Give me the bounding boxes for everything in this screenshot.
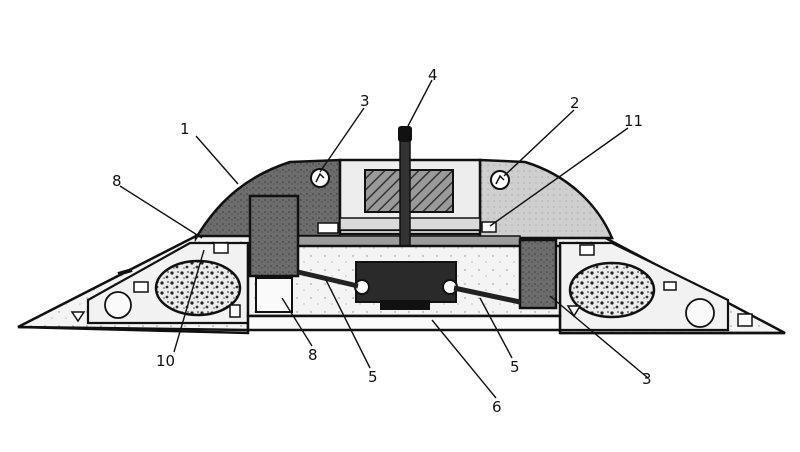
part-labels: 1 2 3 3 4 5 5 6 8 8 10 11	[112, 66, 652, 416]
leader-lines	[119, 79, 649, 399]
right-compartment	[558, 241, 753, 332]
label-10: 10	[156, 352, 175, 370]
label-6: 6	[492, 398, 502, 416]
label-11: 11	[624, 112, 643, 130]
label-3-lower: 3	[642, 370, 652, 388]
left-compartment	[70, 241, 250, 325]
label-4: 4	[428, 66, 438, 84]
label-8-lower: 8	[308, 346, 318, 364]
indicator-box-left	[317, 222, 339, 234]
label-8-left: 8	[112, 172, 122, 190]
label-5-right: 5	[510, 358, 520, 376]
label-3-upper: 3	[360, 92, 370, 110]
label-2: 2	[570, 94, 580, 112]
indicator-box-right	[481, 221, 497, 233]
gauge-left	[310, 168, 330, 188]
label-5-left: 5	[368, 368, 378, 386]
base-plate	[246, 314, 562, 332]
label-1: 1	[180, 120, 190, 138]
central-chamber	[246, 194, 562, 318]
